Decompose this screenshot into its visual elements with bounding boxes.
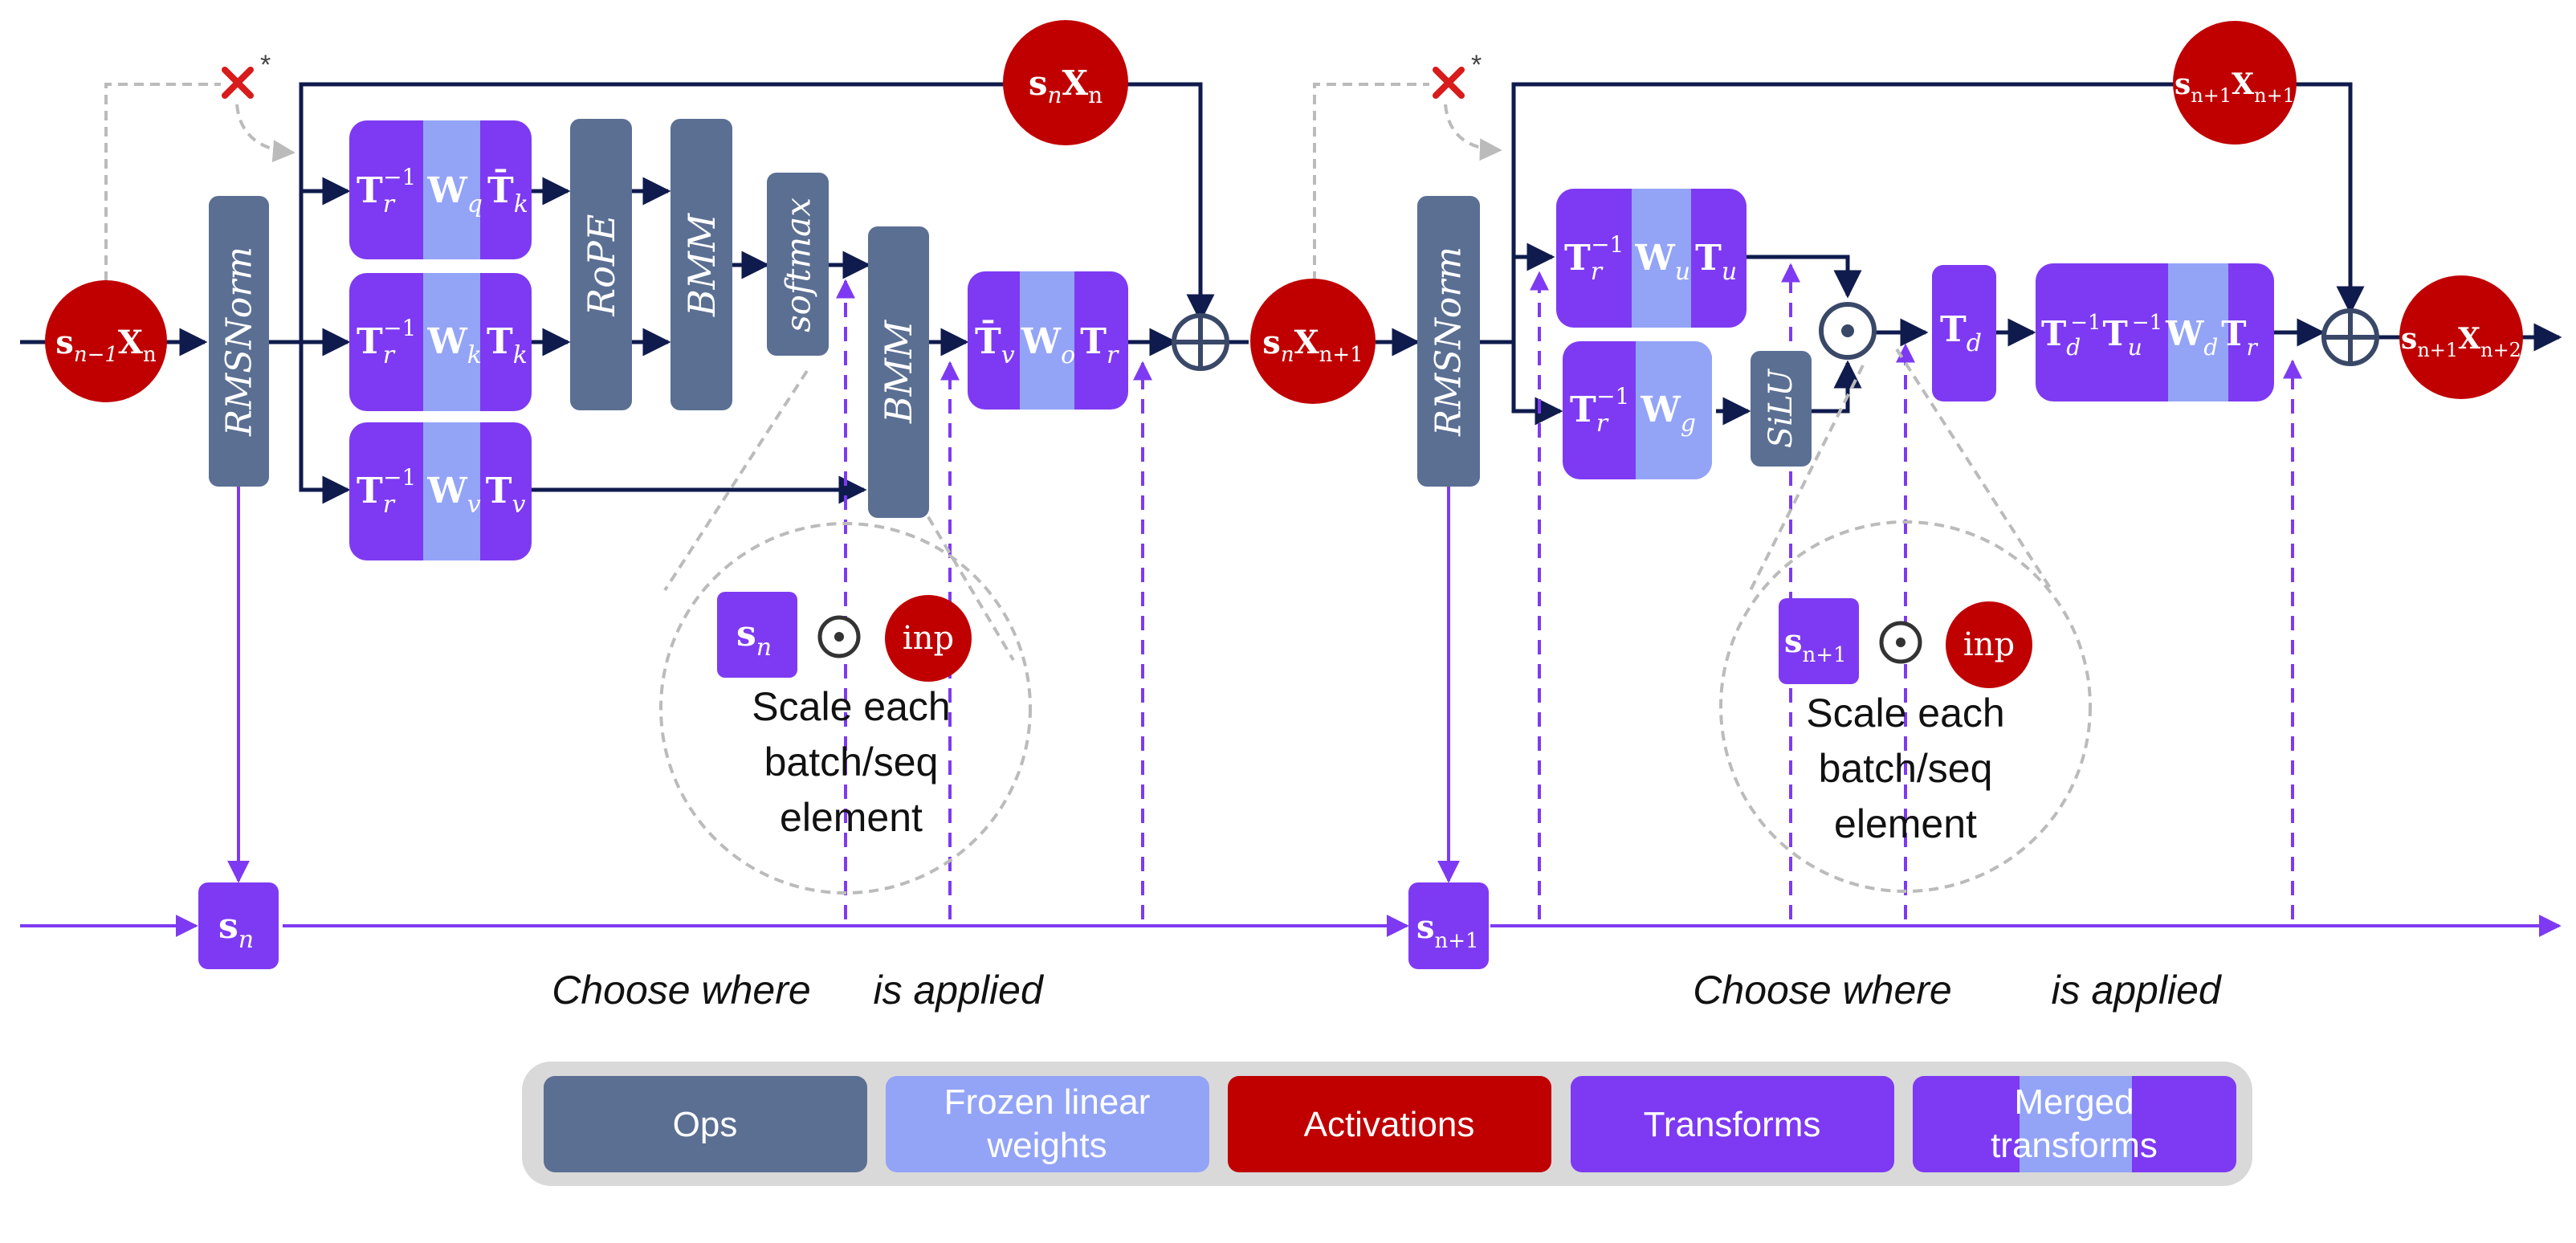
legend-merged-transforms: Merged transforms [1913,1076,2236,1172]
svg-text:snXn+1: snXn+1 [1262,324,1363,367]
scale-node-mlp: sn+1 [1408,882,1489,969]
skip-connector [104,83,2092,895]
rmsnorm-label: RMSNorm [219,247,260,437]
caption-attention: Choose where sn is applied [552,966,1045,1021]
down-projection-label: Td−1Tu−1WdTr [2041,311,2259,361]
circle-plus-icon [2321,308,2379,366]
td-transform-label: Td [1940,309,1982,357]
legend-ops: Ops [544,1076,867,1172]
circle-plus-icon [1172,313,1229,371]
svg-text:sn+1: sn+1 [1784,622,1847,667]
rmsnorm-box-mlp: RMSNorm [1417,196,1480,487]
zoom-caption-line: element [1834,801,1977,846]
circle-dot-icon [1879,621,1922,664]
ops-boxes: RMSNorm RoPE BMM softmax BMM RMSNorm SiL… [209,119,1812,518]
legend: Ops Frozen linear weights Activations Tr… [522,1062,2252,1186]
svg-text:Merged: Merged [2014,1082,2134,1122]
svg-text:snXn: snXn [1029,63,1103,108]
legend-activations: Activations [1228,1076,1551,1172]
legend-frozen-weights: Frozen linear weights [886,1076,1209,1172]
activations: sn−1Xn snXn snXn+1 sn+1Xn+1 sn+1Xn+2 [45,20,2523,404]
td-transform: Td [1932,265,1996,401]
scale-insertion-points [836,263,2302,919]
svg-text:sn+1: sn+1 [1416,908,1479,953]
activation-output-mlp: sn+1Xn+2 [2399,275,2523,399]
scale-wires [20,486,2562,937]
legend-transforms: Transforms [1571,1076,1894,1172]
svg-text:sn: sn [736,613,772,662]
rmsnorm-box-attention: RMSNorm [209,196,269,487]
footnote-star: * [1471,50,1482,80]
zoom-caption-line: batch/seq [764,740,939,785]
down-projection: Td−1Tu−1WdTr [2036,263,2274,401]
svg-text:sn: sn [218,906,254,954]
softmax-box: softmax [767,173,829,356]
zoom-detail-attention: sn inp Scale each batch/seq element [717,592,972,840]
svg-text:sn+1Xn+1: sn+1Xn+1 [2175,67,2295,107]
activation-input-attention: sn−1Xn [45,280,167,402]
footnote-star: * [260,50,271,80]
svg-text:sn−1Xn: sn−1Xn [55,324,157,367]
circle-dot-icon [1819,302,1877,360]
bmm-label: BMM [877,319,920,424]
rope-label: RoPE [580,214,623,317]
rope-box: RoPE [570,119,632,410]
operators [1172,302,2379,371]
svg-text:weights: weights [986,1126,1107,1165]
zoom-caption-line: batch/seq [1819,746,1993,791]
inp-label: inp [903,620,954,657]
svg-text:sn+1Xn+2: sn+1Xn+2 [2401,322,2521,361]
svg-text:Frozen linear: Frozen linear [944,1082,1151,1122]
zoom-caption-line: Scale each [752,684,950,729]
silu-box: SiLU [1751,351,1812,467]
svg-text:Transforms: Transforms [1644,1105,1821,1144]
rmsnorm-label: RMSNorm [1429,247,1469,437]
skip-x-icon [222,67,1465,99]
bmm-box-v: BMM [868,226,929,518]
activation-residual-attention: snXn [1003,20,1128,145]
activation-residual-mlp: sn+1Xn+1 [2173,21,2297,145]
bmm-box-qk: BMM [670,119,732,410]
circle-dot-icon [817,615,861,658]
bmm-label: BMM [680,212,723,317]
svg-text:transforms: transforms [1991,1126,2158,1165]
softmax-label: softmax [779,198,818,332]
silu-label: SiLU [1763,369,1800,449]
svg-text:Ops: Ops [673,1105,738,1144]
inp-label: inp [1963,626,2015,663]
zoom-detail-mlp: sn+1 inp Scale each batch/seq element [1779,598,2032,846]
zoom-caption-line: Scale each [1806,691,2004,736]
scale-node-attention: sn [198,882,279,969]
caption-mlp: Choose where sn+1 is applied [1693,966,2223,1020]
zoom-caption-line: element [780,795,923,840]
svg-text:Activations: Activations [1304,1105,1475,1144]
activation-input-mlp: snXn+1 [1250,279,1376,404]
wires [20,82,2562,504]
